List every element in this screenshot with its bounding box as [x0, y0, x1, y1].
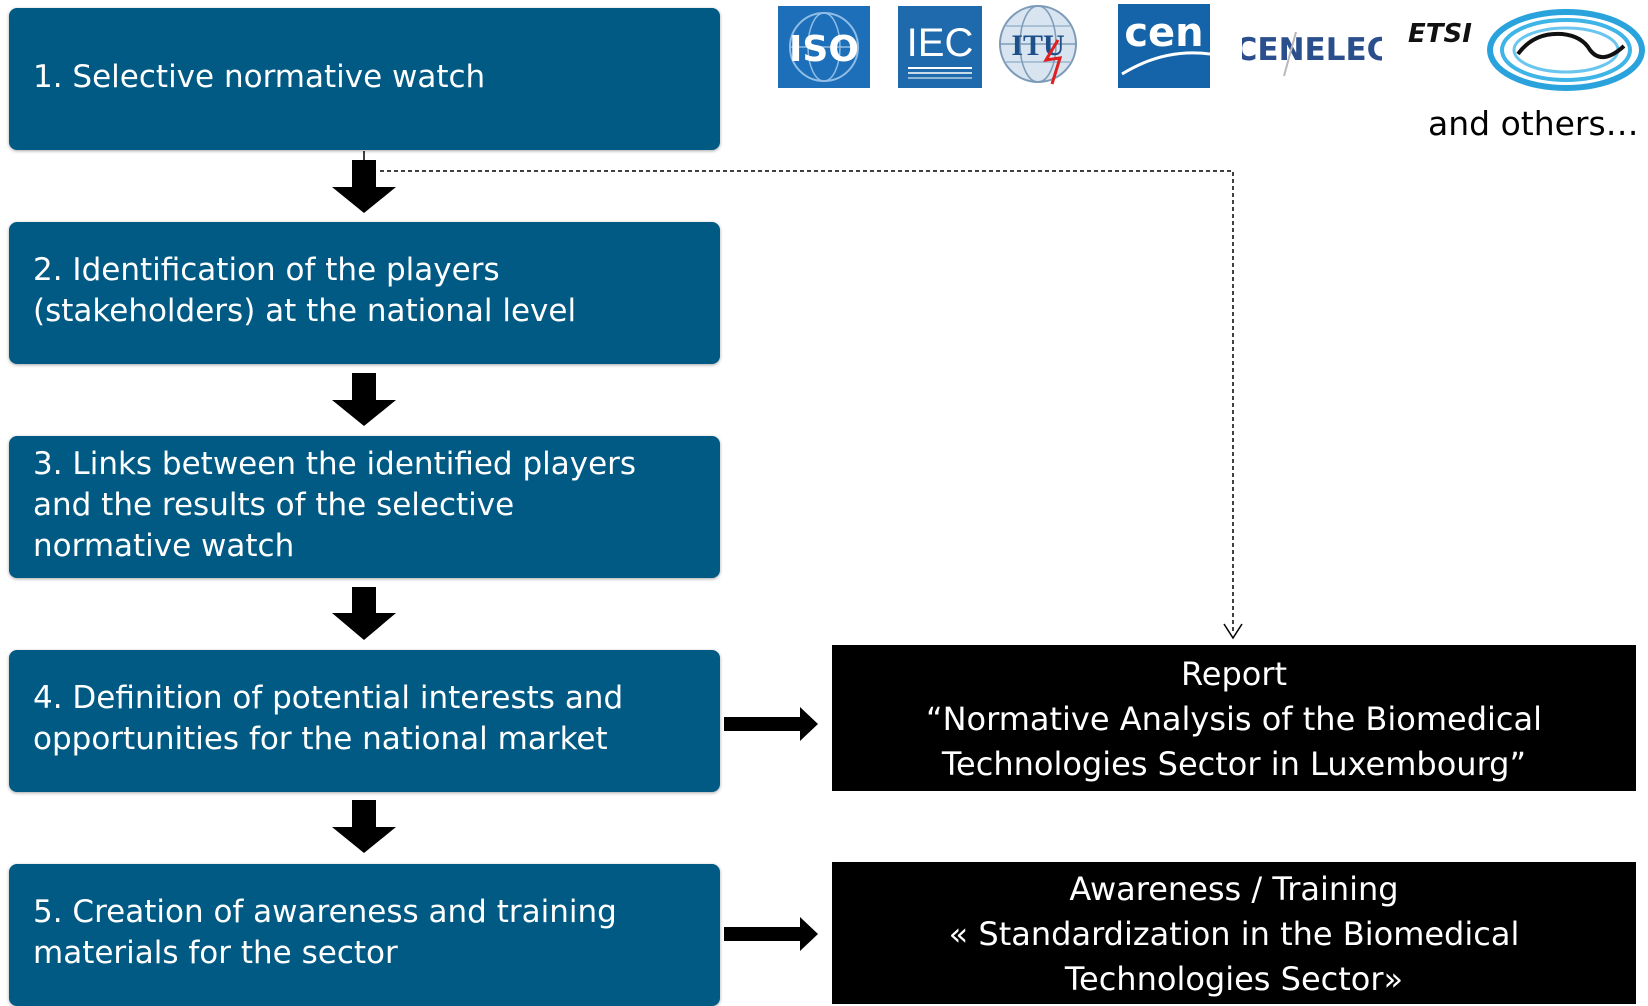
etsi-logo-text: ETSI: [1408, 19, 1472, 49]
step-5-box: 5. Creation of awareness and training ma…: [9, 864, 720, 1006]
step-4-box: 4. Definition of potential interests and…: [9, 650, 720, 792]
step-2-text-line2: (stakeholders) at the national level: [33, 293, 577, 329]
training-box: Awareness / Training « Standardization i…: [832, 862, 1636, 1004]
step-3-box: 3. Links between the identified players …: [9, 436, 720, 578]
down-arrow-4: [332, 800, 396, 853]
training-subtitle-line2: Technologies Sector»: [1064, 959, 1404, 998]
and-others-label: and others…: [1428, 104, 1639, 143]
report-box: Report “Normative Analysis of the Biomed…: [832, 645, 1636, 791]
down-arrow-2: [332, 373, 396, 426]
dashed-arrowhead: [1223, 623, 1243, 640]
down-arrow-3: [332, 587, 396, 640]
iec-logo-text: IEC: [907, 21, 974, 65]
etsi-logo: ETSI: [1408, 9, 1645, 91]
cen-logo-text: cen: [1124, 10, 1203, 56]
training-subtitle-line1: « Standardization in the Biomedical: [948, 914, 1520, 953]
cen-logo: cen: [1118, 4, 1210, 88]
down-arrow-1: [332, 160, 396, 213]
step-5-text-line2: materials for the sector: [33, 935, 398, 971]
step-2-box: 2. Identification of the players (stakeh…: [9, 222, 720, 364]
step-3-text-line3: normative watch: [33, 527, 295, 564]
step-2-text-line1: 2. Identification of the players: [33, 252, 500, 288]
step-3-text-line1: 3. Links between the identified players: [33, 445, 637, 482]
report-subtitle-line2: Technologies Sector in Luxembourg”: [941, 744, 1527, 783]
step-3-text-line2: and the results of the selective: [33, 486, 515, 523]
right-arrow-training: [724, 917, 818, 951]
step-4-text-line2: opportunities for the national market: [33, 721, 608, 757]
step-4-text-line1: 4. Definition of potential interests and: [33, 680, 624, 716]
step-5-text-line1: 5. Creation of awareness and training: [33, 894, 617, 930]
cenelec-logo: CENELEC: [1242, 31, 1382, 77]
iec-logo: IEC: [898, 6, 982, 88]
iso-logo-text: ISO: [789, 29, 859, 70]
itu-logo: ITU: [999, 5, 1077, 85]
report-subtitle-line1: “Normative Analysis of the Biomedical: [926, 699, 1542, 738]
training-title: Awareness / Training: [1069, 869, 1399, 908]
step-1-text: 1. Selective normative watch: [33, 58, 486, 95]
cenelec-logo-text: CENELEC: [1242, 32, 1382, 68]
iso-logo: ISO: [778, 6, 870, 88]
report-title: Report: [1180, 654, 1288, 693]
step-1-box: 1. Selective normative watch: [9, 8, 720, 150]
right-arrow-report: [724, 707, 818, 741]
